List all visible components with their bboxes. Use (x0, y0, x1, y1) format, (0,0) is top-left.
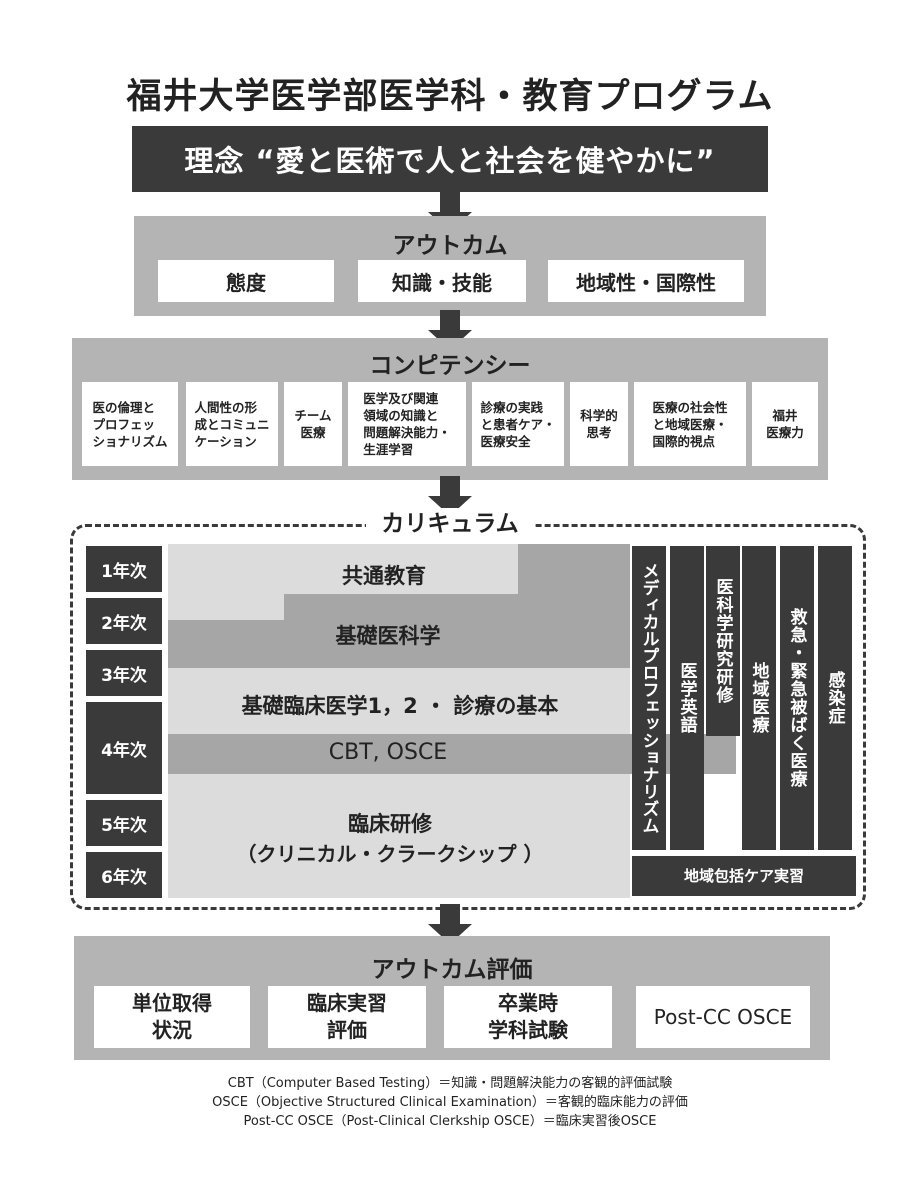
down-arrow-icon (428, 476, 472, 516)
column-community-medicine: 地域医療 (742, 546, 776, 850)
column-infectious-disease: 感染症 (818, 546, 852, 850)
outcome-item-knowledge-skill: 知識・技能 (358, 260, 526, 302)
down-arrow-icon (428, 904, 472, 944)
cbt-osce-label: CBT, OSCE (328, 740, 448, 765)
competency-item-fukui: 福井医療力 (752, 382, 818, 466)
common-education-block (168, 544, 518, 594)
competency-item-humanity: 人間性の形成とコミュニケーション (186, 382, 278, 466)
outcome-item-regional-international: 地域性・国際性 (548, 260, 744, 302)
evaluation-item-graduation-exam: 卒業時学科試験 (444, 986, 612, 1048)
curriculum-title: カリキュラム (366, 508, 534, 540)
competency-item-ethics: 医の倫理とプロフェッショナリズム (82, 382, 178, 466)
common-education-label: 共通教育 (342, 564, 426, 588)
basic-science-step (284, 594, 630, 620)
column-emergency-medicine: 救急・緊急被ばく医療 (780, 546, 814, 850)
competency-panel: コンピテンシー 医の倫理とプロフェッショナリズム 人間性の形成とコミュニケーショ… (72, 338, 828, 480)
year-4: 4年次 (86, 702, 162, 794)
year-5: 5年次 (86, 800, 162, 846)
year-1: 1年次 (86, 546, 162, 592)
clinical-basic-label: 基礎臨床医学1，2 ・ 診療の基本 (241, 694, 559, 718)
footnote-post-cc-osce: Post-CC OSCE（Post-Clinical Clerkship OSC… (243, 1114, 657, 1129)
footnote-cbt: CBT（Computer Based Testing）＝知識・問題解決能力の客観… (227, 1076, 673, 1091)
outcome-title: アウトカム (392, 233, 508, 259)
competency-title: コンピテンシー (369, 353, 531, 379)
year-6: 6年次 (86, 852, 162, 898)
evaluation-item-clinical-practice: 臨床実習評価 (268, 986, 426, 1048)
column-medical-english: 医学英語 (670, 546, 704, 850)
curriculum-block-shade (518, 544, 630, 594)
footnote-osce: OSCE（Objective Structured Clinical Exami… (212, 1095, 688, 1110)
column-research-training: 医科学研究研修 (706, 546, 740, 736)
community-care-practice: 地域包括ケア実習 (632, 856, 856, 896)
clerkship-sub-label: （クリニカル・クラークシップ ） (236, 842, 544, 866)
competency-item-social: 医療の社会性と地域医療・国際的視点 (634, 382, 746, 466)
competency-item-science: 科学的思考 (570, 382, 628, 466)
competency-item-team: チーム医療 (284, 382, 342, 466)
philosophy-banner: 理念 “愛と医術で人と社会を健やかに” (132, 126, 768, 192)
outcome-panel: アウトカム 態度 知識・技能 地域性・国際性 (134, 216, 766, 316)
outcome-item-attitude: 態度 (158, 260, 334, 302)
year-2: 2年次 (86, 598, 162, 644)
evaluation-item-post-cc-osce: Post-CC OSCE (636, 986, 810, 1048)
basic-science-block (168, 620, 630, 668)
year-3: 3年次 (86, 650, 162, 696)
evaluation-item-credits: 単位取得状況 (94, 986, 250, 1048)
competency-item-knowledge: 医学及び関連領域の知識と問題解決能力・生涯学習 (348, 382, 466, 466)
competency-item-practice: 診療の実践と患者ケア・医療安全 (472, 382, 564, 466)
basic-science-label: 基礎医科学 (335, 624, 441, 648)
evaluation-panel: アウトカム評価 単位取得状況 臨床実習評価 卒業時学科試験 Post-CC OS… (74, 936, 830, 1060)
evaluation-title: アウトカム評価 (371, 957, 533, 983)
page-title: 福井大学医学部医学科・教育プログラム (126, 77, 774, 117)
column-medical-professionalism: メディカルプロフェッショナリズム (632, 546, 666, 850)
clerkship-label: 臨床研修 (348, 812, 432, 836)
